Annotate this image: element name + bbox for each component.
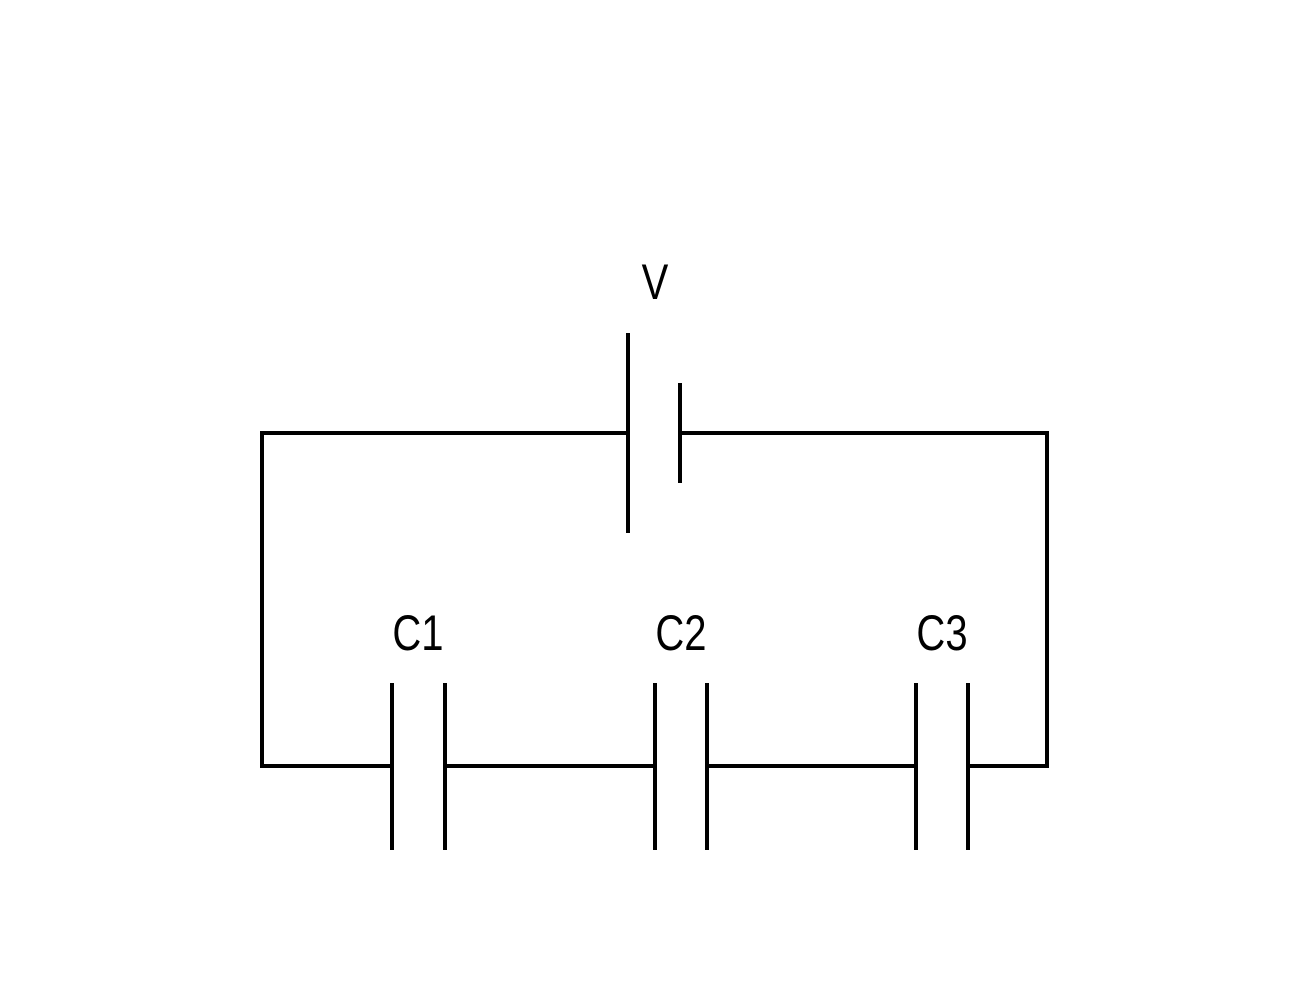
capacitor-c3-label: C3 [916,605,967,661]
capacitor-c1-label: C1 [392,605,443,661]
capacitor-c2-label: C2 [655,605,706,661]
battery-label: V [642,254,669,310]
capacitor-c1: C1 [390,605,447,850]
capacitor-c2: C2 [653,605,709,850]
capacitor-c3: C3 [914,605,970,850]
